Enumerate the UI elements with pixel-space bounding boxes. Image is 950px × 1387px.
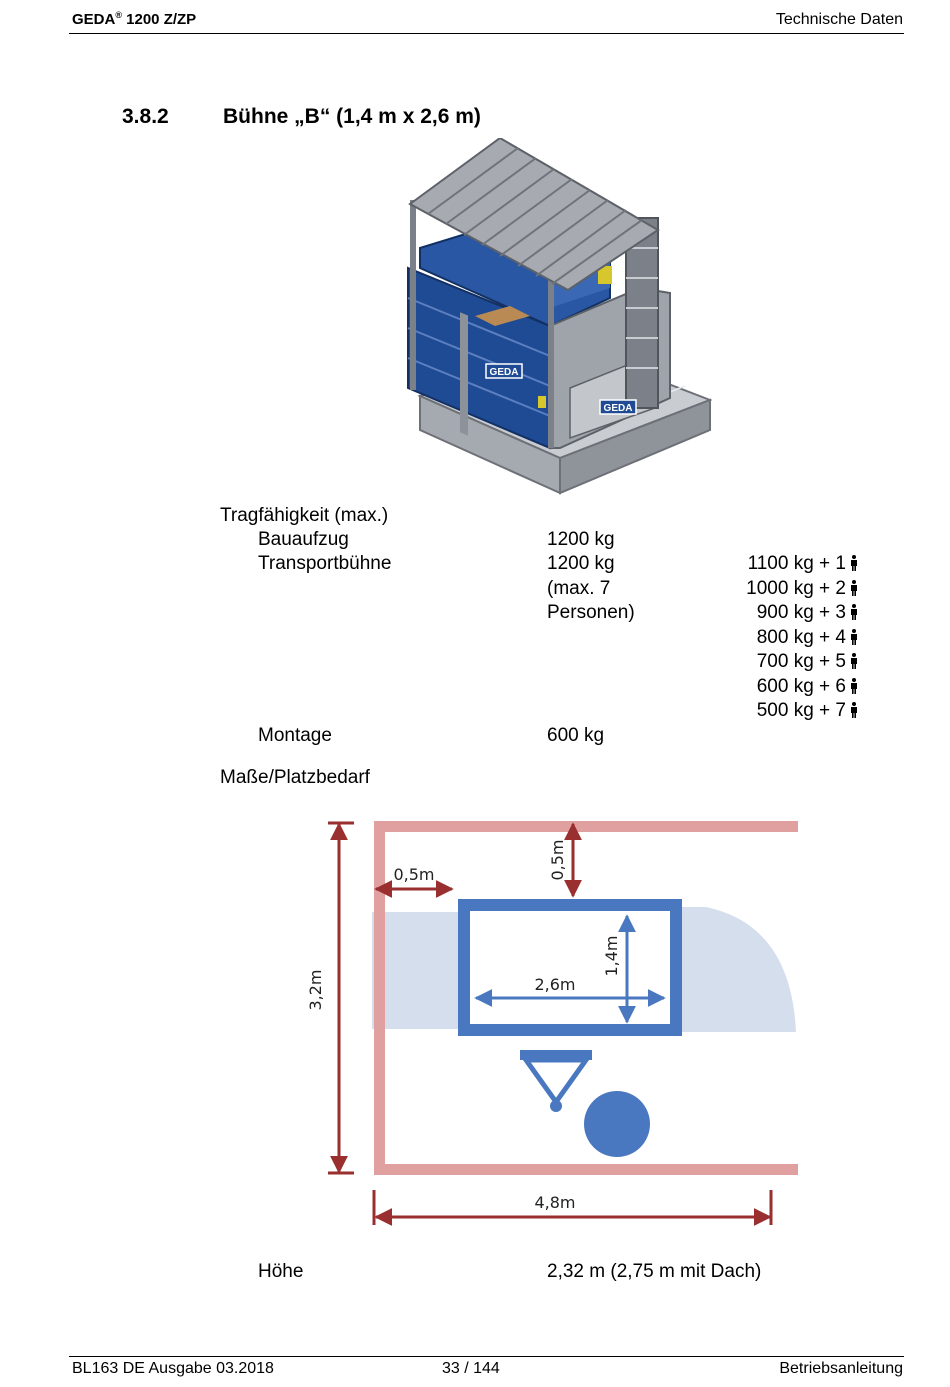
montage-value: 600 kg	[547, 725, 605, 746]
person-icon	[851, 604, 857, 620]
transport-value: 1200 kg	[547, 553, 615, 574]
wall-bottom	[374, 1164, 798, 1175]
bauaufzug-label: Bauaufzug	[258, 529, 349, 550]
capacity-combo: 700 kg + 5	[757, 651, 858, 673]
wall-top	[374, 821, 798, 832]
capacity-combo: 500 kg + 7	[757, 700, 858, 722]
platform-outline	[458, 899, 682, 1036]
transport-note-1: (max. 7	[547, 578, 611, 599]
wall-left	[374, 821, 385, 1175]
header-section: Technische Daten	[775, 11, 903, 28]
person-icon	[851, 580, 857, 596]
footer-doc: BL163 DE Ausgabe 03.2018	[72, 1360, 274, 1377]
person-icon	[851, 629, 857, 645]
height-label: Höhe	[258, 1261, 304, 1282]
label-total-height: 3,2m	[306, 969, 325, 1010]
capacity-combo: 800 kg + 4	[757, 627, 858, 649]
section-number: 3.8.2	[122, 105, 169, 128]
floor-plan-diagram: 0,5m 0,5m 1,4m 2,6m 3,2m 4,8m	[306, 821, 798, 1226]
dimensions-heading: Maße/Platzbedarf	[220, 767, 370, 788]
section-title: Bühne „B“ (1,4 m x 2,6 m)	[223, 105, 481, 128]
label-width: 2,6m	[534, 975, 575, 994]
header-title: GEDA® 1200 Z/ZP	[72, 10, 197, 28]
person-icon	[851, 702, 857, 718]
transport-note-2: Personen)	[547, 602, 635, 623]
capacity-combo: 600 kg + 6	[757, 676, 858, 698]
height-value: 2,32 m (2,75 m mit Dach)	[547, 1261, 762, 1282]
bauaufzug-value: 1200 kg	[547, 529, 615, 550]
footer-type: Betriebsanleitung	[779, 1360, 903, 1377]
footer-rule	[69, 1356, 904, 1357]
footer-page: 33 / 144	[442, 1360, 500, 1377]
geda-logo-left: GEDA	[490, 367, 519, 378]
label-left-gap: 0,5m	[393, 865, 434, 884]
header-rule	[69, 33, 904, 34]
person-icon	[851, 555, 857, 571]
person-icon	[851, 653, 857, 669]
label-total-width: 4,8m	[534, 1193, 575, 1212]
transport-label: Transportbühne	[258, 553, 392, 574]
geda-logo-right: GEDA	[604, 403, 633, 414]
capacity-combo: 1100 kg + 1	[748, 553, 858, 575]
hoist-circle	[584, 1091, 650, 1157]
capacity-combo: 1000 kg + 2	[746, 578, 858, 600]
capacity-heading: Tragfähigkeit (max.)	[220, 505, 389, 526]
label-top-gap: 0,5m	[548, 839, 567, 880]
platform-illustration: GEDA GEDA	[407, 138, 712, 495]
person-icon	[851, 678, 857, 694]
capacity-combo: 900 kg + 3	[757, 602, 858, 624]
gate-swing-area	[678, 907, 796, 1032]
montage-label: Montage	[258, 725, 332, 746]
label-depth: 1,4m	[602, 935, 621, 976]
loading-area-left	[372, 912, 462, 1029]
